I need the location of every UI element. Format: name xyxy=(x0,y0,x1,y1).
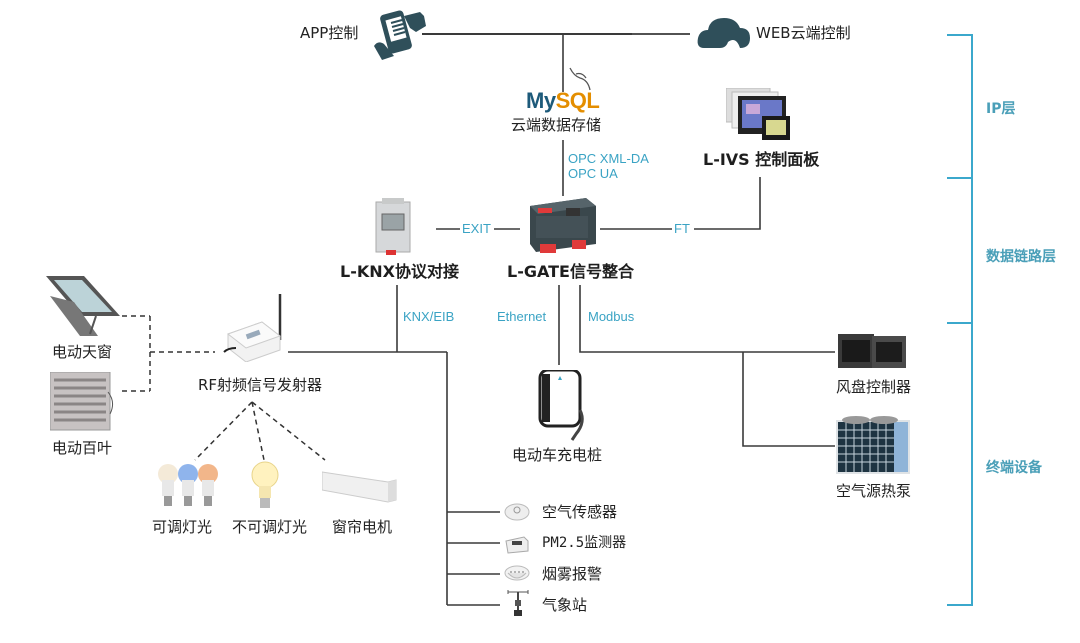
hand-phone-icon xyxy=(372,6,430,66)
curtain-motor-label: 窗帘电机 xyxy=(332,518,393,536)
fan-coil-controller-label: 风盘控制器 xyxy=(836,378,912,396)
pm25-monitor-label: PM2.5监测器 xyxy=(542,535,627,551)
rf-bulb-dashed xyxy=(251,401,265,461)
data-link-layer-label: 数据链路层 xyxy=(986,249,1056,265)
mysql-logo: MySQL xyxy=(526,88,600,114)
rf-transmitter-icon xyxy=(222,292,294,366)
web-control-label: WEB云端控制 xyxy=(756,24,851,42)
mysql-dolphin-icon xyxy=(566,66,594,98)
non-dimmable-light-label: 不可调灯光 xyxy=(232,518,308,536)
din-rail-module-icon xyxy=(372,198,412,260)
layer-bracket xyxy=(947,34,973,606)
opc-xml-da-label: OPC XML-DA xyxy=(568,151,649,166)
l-ivs-label: L-IVS 控制面板 xyxy=(703,150,820,169)
cloud-storage-label: 云端数据存储 xyxy=(511,116,602,134)
curtain-motor-icon xyxy=(321,466,402,510)
heat-pump-icon xyxy=(836,414,912,482)
gateway-device-icon xyxy=(526,196,600,262)
smoke-alarm-label: 烟雾报警 xyxy=(542,565,603,583)
ethernet-protocol-label: Ethernet xyxy=(497,309,547,324)
opc-protocol-label: OPC XML-DA OPC UA xyxy=(568,151,649,182)
knx-eib-protocol-label: KNX/EIB xyxy=(403,309,455,324)
pm25-monitor-icon xyxy=(504,533,530,559)
dimmable-light-label: 可调灯光 xyxy=(152,518,213,536)
ft-protocol-label: FT xyxy=(674,221,690,236)
l-gate-label: L-GATE信号整合 xyxy=(507,262,634,281)
terminal-devices-layer-label: 终端设备 xyxy=(986,460,1042,476)
rf-curtain-dashed xyxy=(251,401,326,461)
modbus-line xyxy=(579,285,835,353)
touch-panel-icon xyxy=(725,87,792,148)
skylight-label: 电动天窗 xyxy=(52,343,113,361)
weather-station-label: 气象站 xyxy=(542,596,588,614)
weather-station-icon xyxy=(506,588,530,622)
ev-charger-icon xyxy=(536,368,592,446)
rf-dimmable-dashed xyxy=(194,401,253,461)
ip-layer-label: IP层 xyxy=(986,101,1016,117)
app-control-label: APP控制 xyxy=(300,24,359,42)
ev-charger-label: 电动车充电桩 xyxy=(512,446,603,464)
air-sensor-label: 空气传感器 xyxy=(542,503,618,521)
mysql-logo-my: My xyxy=(526,88,556,113)
bulb-icon xyxy=(250,460,280,516)
louver-icon xyxy=(49,371,116,436)
heat-pump-label: 空气源热泵 xyxy=(836,482,912,500)
modbus-protocol-label: Modbus xyxy=(588,309,635,324)
skylight-icon xyxy=(40,272,122,342)
l-knx-label: L-KNX协议对接 xyxy=(340,262,459,281)
fan-coil-controller-icon xyxy=(838,330,908,374)
opc-ua-label: OPC UA xyxy=(568,165,618,181)
gate-ft-line-right xyxy=(694,177,761,230)
louver-label: 电动百叶 xyxy=(52,439,113,457)
air-sensor-icon xyxy=(504,500,530,526)
color-bulbs-icon xyxy=(156,462,220,518)
mysql-logo-sql: SQL xyxy=(555,88,600,113)
modbus-heatpump-line xyxy=(742,352,835,447)
exit-protocol-label: EXIT xyxy=(462,221,491,236)
cloud-icon xyxy=(696,14,750,54)
rf-transmitter-label: RF射频信号发射器 xyxy=(198,376,323,394)
smoke-alarm-icon xyxy=(504,563,530,589)
